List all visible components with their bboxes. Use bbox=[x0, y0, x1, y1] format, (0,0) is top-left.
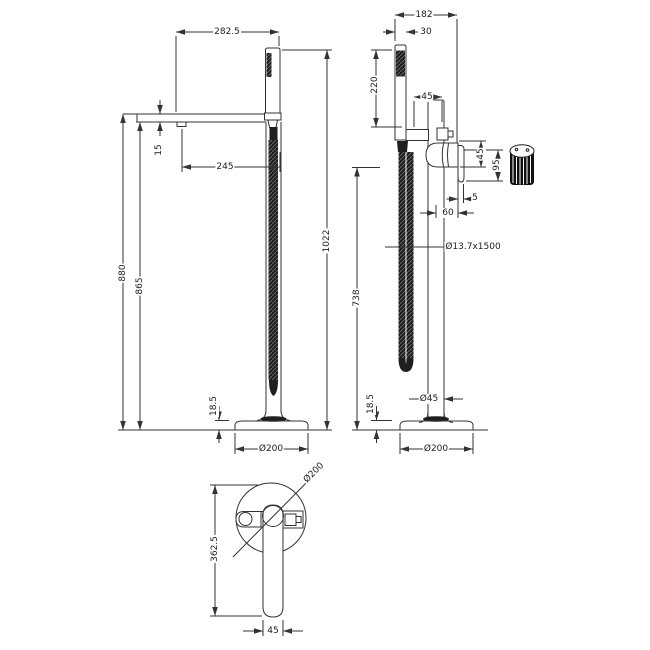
dim-side-base-height: 18.5 bbox=[209, 394, 219, 418]
dim-front-handset-length: 220 bbox=[370, 75, 380, 95]
dim-side-base-diameter: Ø200 bbox=[257, 444, 285, 454]
spout-plan bbox=[262, 504, 284, 618]
dim-front-valve-floor-height: 738 bbox=[352, 288, 362, 308]
spout-arm-side bbox=[123, 113, 281, 127]
side-dimension-lines bbox=[120, 29, 332, 454]
spray-face-front bbox=[396, 50, 405, 77]
column-side bbox=[265, 122, 282, 412]
knurl-stripes bbox=[512, 153, 531, 185]
handset-side bbox=[264, 47, 282, 140]
base-side bbox=[118, 409, 332, 431]
dim-front-valve-height: 45 bbox=[476, 147, 486, 161]
dim-side-spout-thickness: 15 bbox=[154, 143, 164, 157]
dim-front-base-diameter: Ø200 bbox=[422, 444, 450, 454]
dim-side-overall-height: 1022 bbox=[322, 228, 332, 254]
dim-side-spout-reach: 282.5 bbox=[213, 27, 241, 37]
dim-front-handle-offset: 60 bbox=[441, 208, 455, 218]
handset-front bbox=[394, 44, 407, 141]
dim-front-handset-width: 30 bbox=[419, 27, 433, 37]
front-view bbox=[352, 12, 503, 454]
hose-side bbox=[268, 140, 278, 396]
dim-plan-spout-width: 45 bbox=[266, 626, 280, 636]
plan-view bbox=[210, 476, 313, 636]
plan-dimension-lines bbox=[210, 484, 303, 636]
spout-outlet bbox=[176, 121, 187, 127]
handset-bracket-front bbox=[405, 129, 429, 141]
diverter-knob-front bbox=[436, 127, 454, 141]
dim-front-hose-size: Ø13.7x1500 bbox=[444, 242, 502, 252]
dim-side-spout-under-height: 865 bbox=[135, 276, 145, 296]
dim-front-column-diameter: Ø45 bbox=[418, 394, 440, 404]
lever-plan bbox=[235, 511, 269, 528]
dim-front-base-height: 18.5 bbox=[366, 392, 376, 416]
dim-side-outlet-distance: 245 bbox=[215, 162, 235, 172]
valve-body-front bbox=[425, 142, 459, 168]
dim-front-handle-drop: 95 bbox=[492, 158, 502, 172]
dim-side-spout-top-height: 880 bbox=[118, 263, 128, 283]
hose-connector-side bbox=[269, 127, 278, 140]
knob-detail bbox=[509, 144, 535, 185]
dim-front-handset-gap: 45 bbox=[420, 92, 434, 102]
hose-connector-front bbox=[397, 141, 408, 152]
lever-handle-front bbox=[457, 145, 465, 183]
spray-face-side bbox=[266, 53, 272, 77]
dim-plan-projection: 362.5 bbox=[210, 535, 220, 563]
column-joint-plan bbox=[262, 505, 284, 527]
handset-clamp-side bbox=[264, 112, 282, 121]
diameter-leader-line bbox=[232, 476, 313, 558]
side-view bbox=[118, 29, 332, 454]
dim-front-overall-width: 182 bbox=[414, 10, 434, 20]
dim-front-lever-thickness: 5 bbox=[471, 193, 479, 203]
hose-front bbox=[397, 141, 414, 373]
handset-holder-plan bbox=[282, 510, 304, 529]
